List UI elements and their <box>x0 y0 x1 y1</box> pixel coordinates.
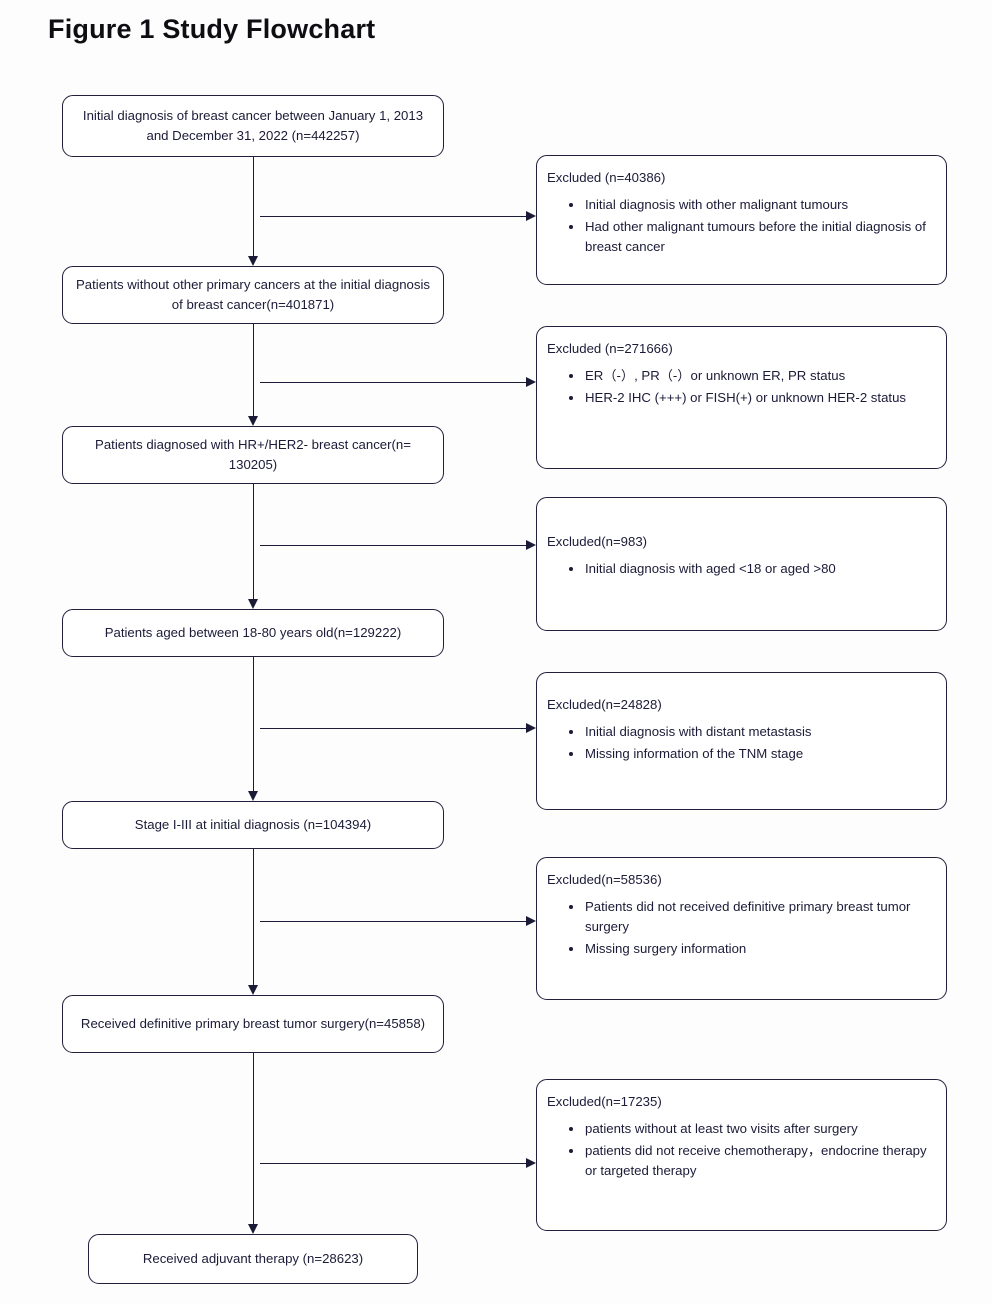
flow-node-no-other-primary-cancers: Patients without other primary cancers a… <box>62 266 444 324</box>
excluded-reason-item: patients without at least two visits aft… <box>569 1119 932 1139</box>
excluded-heading: Excluded(n=17235) <box>547 1094 662 1109</box>
excluded-reason-item: ER（-）, PR（-）or unknown ER, PR status <box>569 366 932 386</box>
flow-node-label: Patients aged between 18-80 years old(n=… <box>104 625 402 641</box>
connector-arrowhead-down-1 <box>247 256 258 266</box>
excluded-reason-item: patients did not receive chemotherapy，en… <box>569 1141 932 1181</box>
excluded-node-surgery: Excluded(n=58536) Patients did not recei… <box>536 857 947 1000</box>
flow-node-label: Patients without other primary cancers a… <box>75 277 431 312</box>
excluded-reason-item: Had other malignant tumours before the i… <box>569 217 932 257</box>
excluded-heading: Excluded (n=40386) <box>547 170 666 185</box>
excluded-reason-list: Initial diagnosis with distant metastasi… <box>547 722 932 764</box>
connector-arrowhead-right-5 <box>526 915 536 926</box>
flow-node-stage-i-iii: Stage I-III at initial diagnosis (n=1043… <box>62 801 444 849</box>
connector-vertical-1 <box>253 157 254 256</box>
excluded-node-receptor-status: Excluded (n=271666) ER（-）, PR（-）or unkno… <box>536 326 947 469</box>
connector-vertical-6 <box>253 1053 254 1224</box>
connector-arrowhead-right-3 <box>526 539 536 550</box>
page-title: Figure 1 Study Flowchart <box>48 14 376 44</box>
connector-horizontal-1 <box>260 216 526 217</box>
connector-arrowhead-down-2 <box>247 416 258 426</box>
excluded-reason-list: Initial diagnosis with other malignant t… <box>547 195 932 256</box>
excluded-reason-list: Patients did not received definitive pri… <box>547 897 932 958</box>
flow-node-age-18-80: Patients aged between 18-80 years old(n=… <box>62 609 444 657</box>
connector-horizontal-6 <box>260 1163 526 1164</box>
excluded-node-other-tumours: Excluded (n=40386) Initial diagnosis wit… <box>536 155 947 285</box>
flow-node-label: Initial diagnosis of breast cancer betwe… <box>82 108 424 143</box>
connector-horizontal-2 <box>260 382 526 383</box>
flow-node-label: Received definitive primary breast tumor… <box>80 1016 426 1032</box>
flow-node-label: Stage I-III at initial diagnosis (n=1043… <box>134 817 372 833</box>
connector-arrowhead-right-6 <box>526 1157 536 1168</box>
connector-arrowhead-right-4 <box>526 722 536 733</box>
connector-arrowhead-down-4 <box>247 791 258 801</box>
flow-node-received-surgery: Received definitive primary breast tumor… <box>62 995 444 1053</box>
excluded-reason-item: Missing information of the TNM stage <box>569 744 932 764</box>
connector-vertical-2 <box>253 324 254 416</box>
flow-node-initial-diagnosis: Initial diagnosis of breast cancer betwe… <box>62 95 444 157</box>
flow-node-label: Patients diagnosed with HR+/HER2- breast… <box>95 437 411 472</box>
connector-horizontal-3 <box>260 545 526 546</box>
excluded-reason-item: Patients did not received definitive pri… <box>569 897 932 937</box>
excluded-heading: Excluded(n=58536) <box>547 872 662 887</box>
connector-arrowhead-down-3 <box>247 599 258 609</box>
excluded-reason-list: ER（-）, PR（-）or unknown ER, PR status HER… <box>547 366 932 408</box>
excluded-node-age: Excluded(n=983) Initial diagnosis with a… <box>536 497 947 631</box>
flow-node-hr-positive-her2-negative: Patients diagnosed with HR+/HER2- breast… <box>62 426 444 484</box>
excluded-heading: Excluded (n=271666) <box>547 341 673 356</box>
excluded-reason-item: Initial diagnosis with other malignant t… <box>569 195 932 215</box>
connector-arrowhead-right-2 <box>526 376 536 387</box>
connector-horizontal-5 <box>260 921 526 922</box>
excluded-heading: Excluded(n=24828) <box>547 697 662 712</box>
connector-vertical-3 <box>253 484 254 599</box>
excluded-node-metastasis-stage: Excluded(n=24828) Initial diagnosis with… <box>536 672 947 810</box>
excluded-reason-item: Initial diagnosis with distant metastasi… <box>569 722 932 742</box>
flow-node-received-adjuvant-therapy: Received adjuvant therapy (n=28623) <box>88 1234 418 1284</box>
excluded-reason-item: Missing surgery information <box>569 939 932 959</box>
excluded-reason-list: Initial diagnosis with aged <18 or aged … <box>547 559 932 579</box>
connector-vertical-4 <box>253 657 254 791</box>
excluded-reason-list: patients without at least two visits aft… <box>547 1119 932 1180</box>
excluded-reason-item: HER-2 IHC (+++) or FISH(+) or unknown HE… <box>569 388 932 408</box>
connector-arrowhead-down-5 <box>247 985 258 995</box>
connector-vertical-5 <box>253 849 254 985</box>
excluded-heading: Excluded(n=983) <box>547 534 648 549</box>
excluded-reason-item: Initial diagnosis with aged <18 or aged … <box>569 559 932 579</box>
connector-arrowhead-down-6 <box>247 1224 258 1234</box>
connector-horizontal-4 <box>260 728 526 729</box>
connector-arrowhead-right-1 <box>526 210 536 221</box>
flow-node-label: Received adjuvant therapy (n=28623) <box>142 1251 364 1267</box>
excluded-node-visits-therapy: Excluded(n=17235) patients without at le… <box>536 1079 947 1231</box>
